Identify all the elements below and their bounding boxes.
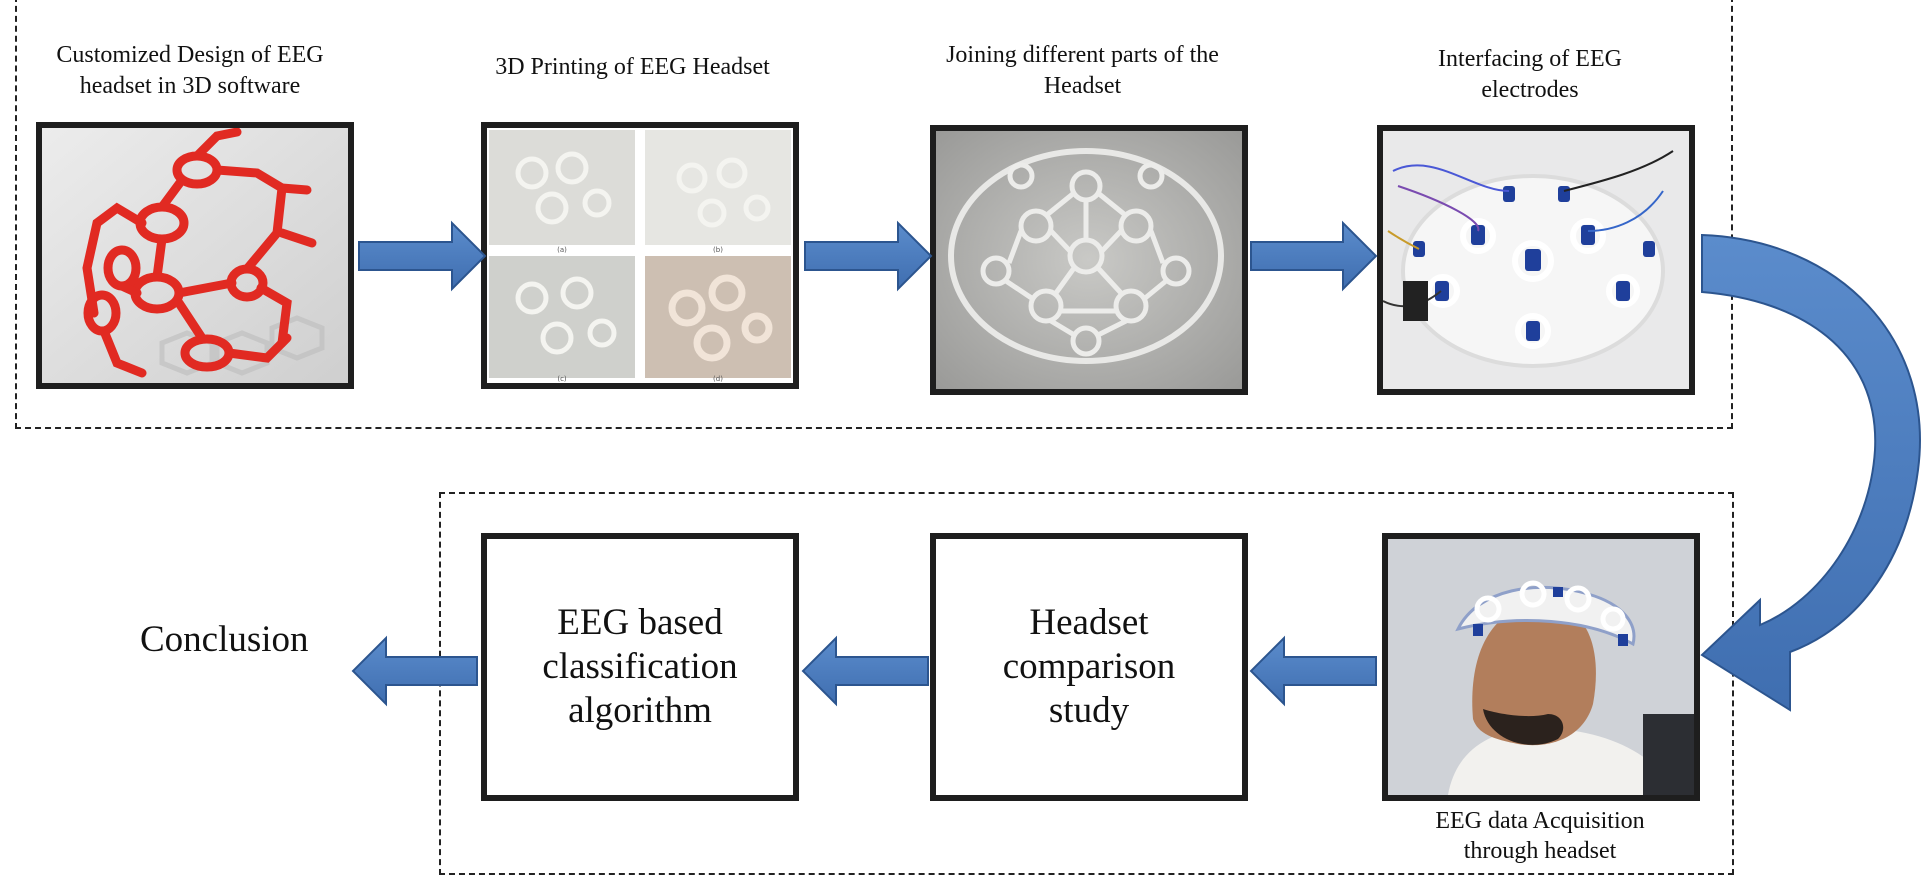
printed-headset-panels-image: (a) (b) (c) (d) [481,122,799,389]
person-wearing-headset-image [1382,533,1700,801]
step-2-caption: 3D Printing of EEG Headset [495,54,770,80]
acquisition-caption: EEG data Acquisition through headset [1435,808,1645,864]
step-3-caption: Joining different parts of the Headset [946,42,1219,99]
curved-arrow-down-left-icon [1700,233,1921,712]
assembled-headset-shell-image [930,125,1248,395]
conclusion-label: Conclusion [140,619,309,660]
headset-comparison-study-box: Headset comparison study [930,533,1248,801]
headset-with-electrodes-image [1377,125,1695,395]
step-4-caption: Interfacing of EEG electrodes [1438,46,1622,103]
panel-label-b: (b) [713,246,723,254]
eeg-classification-algorithm-box: EEG based classification algorithm [481,533,799,801]
panel-label-c: (c) [557,375,567,383]
red-3d-headset-model-image [36,122,354,389]
panel-label-a: (a) [557,246,567,254]
step-1-caption: Customized Design of EEG headset in 3D s… [56,42,324,99]
top-group-container [15,0,1733,429]
panel-label-d: (d) [713,375,723,383]
